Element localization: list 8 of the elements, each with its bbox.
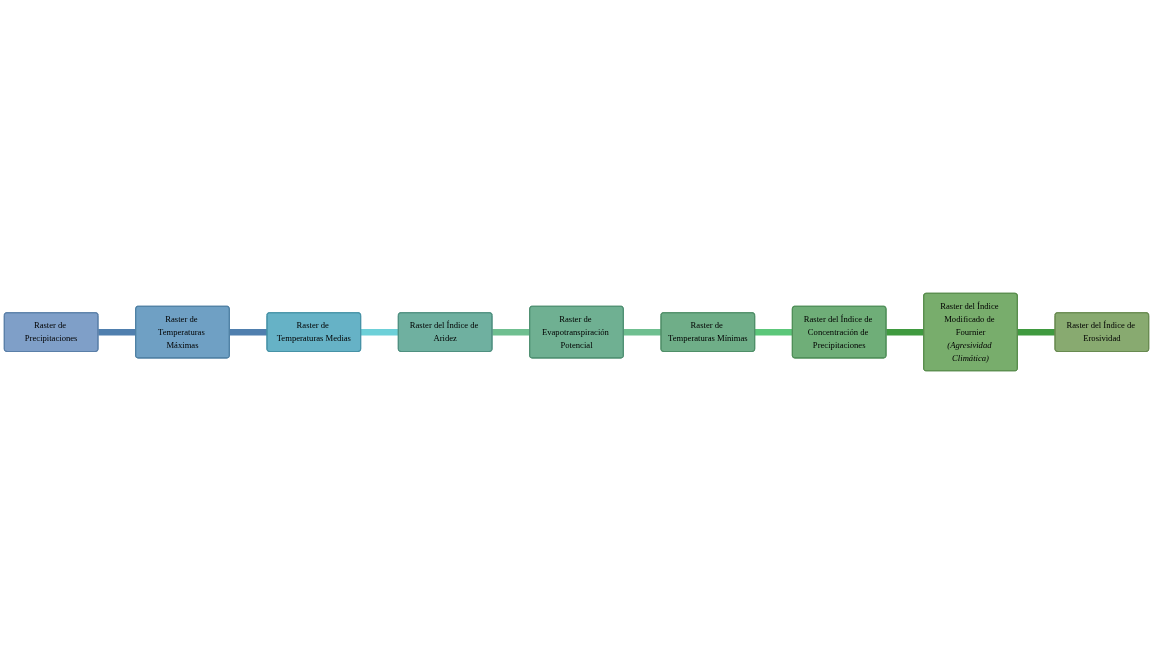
connector	[98, 328, 136, 336]
connector	[623, 328, 662, 336]
connector	[754, 328, 793, 336]
connector	[360, 328, 399, 336]
connector	[492, 328, 530, 336]
connector	[229, 328, 268, 336]
connector	[886, 328, 924, 336]
connector	[1017, 328, 1056, 336]
